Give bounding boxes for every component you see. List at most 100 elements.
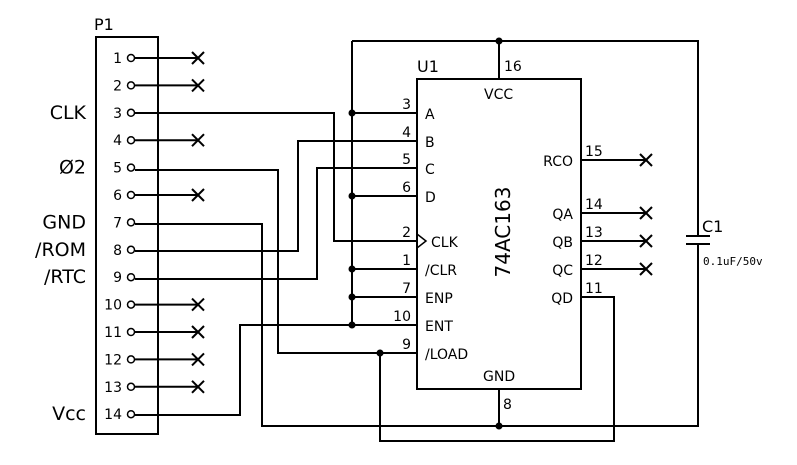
connector-pin: 1 [113, 51, 205, 67]
no-connect-mark [191, 133, 205, 147]
no-connect-mark [639, 206, 653, 220]
chip-left-pin: 5C [387, 152, 435, 178]
pin-terminal [126, 163, 136, 172]
no-connect-mark [191, 78, 205, 93]
pin-terminal [126, 382, 136, 392]
chip-gnd-label: GND [483, 369, 515, 385]
connector-pin-label: /ROM [35, 239, 86, 261]
connector-pin: 6 [113, 188, 205, 204]
connector-ref: P1 [94, 15, 114, 34]
chip-right-pin: QD 11 [551, 281, 603, 307]
chip-pin-name: B [425, 135, 435, 151]
chip-pin-name: QA [552, 207, 573, 223]
connector-pin: 4 [113, 133, 205, 149]
wire-gnd [135, 223, 699, 427]
pin-terminal [126, 355, 136, 364]
chip-pin-name: ENT [425, 319, 453, 335]
chip-pin-name: ENP [425, 291, 453, 307]
pin-terminal [126, 81, 136, 90]
connector-pin: 12 [104, 352, 205, 368]
pin-terminal [126, 135, 136, 145]
connector-pin-label: Ø2 [59, 157, 86, 179]
chip-pin-number: 7 [402, 281, 411, 297]
chip-right-pin: RCO 15 [543, 144, 653, 170]
chip-left-pin: 1/CLR [387, 253, 457, 279]
chip-pin-number: 1 [402, 253, 411, 269]
chip-left-pin: 3A [387, 97, 435, 123]
chip-pin-name: D [425, 190, 436, 206]
pin-terminal [126, 245, 136, 255]
chip-pin-number: 5 [402, 152, 411, 168]
connector-pin: 10 [104, 297, 205, 314]
connector-pin: 2 [113, 78, 205, 94]
junction-dot [348, 109, 356, 117]
pin-terminal [126, 53, 136, 63]
junction-dot [495, 37, 503, 45]
junction-dot [376, 349, 384, 357]
chip-u1: U1 VCC 16 GND 8 74AC163 3A4B5C6D2CLK1/CL… [387, 57, 653, 413]
chip-pin-number: 14 [585, 197, 603, 213]
wire-phi2 [135, 169, 387, 354]
junction-dot [348, 192, 356, 200]
pin-terminal [126, 272, 136, 282]
pin-terminal [126, 300, 136, 309]
no-connect-mark [191, 325, 205, 339]
no-connect-mark [191, 297, 205, 312]
chip-vcc-label: VCC [484, 87, 513, 103]
chip-pin-number: 15 [585, 144, 603, 160]
capacitor-ref: C1 [702, 217, 723, 236]
no-connect-mark [191, 352, 205, 367]
chip-gnd-pin: 8 [503, 397, 512, 413]
junction-dot [348, 321, 356, 329]
connector-pin-number: 3 [113, 106, 122, 122]
connector-pin-number: 4 [113, 133, 122, 149]
connector-pin-number: 5 [113, 161, 122, 177]
chip-pin-number: 6 [402, 180, 411, 196]
connector-pin-number: 6 [113, 188, 122, 204]
chip-right-pin: QA 14 [552, 197, 653, 223]
connector-pin: 11 [104, 325, 205, 341]
pin-terminal [126, 108, 136, 118]
connector-pin-number: 10 [104, 298, 122, 314]
connector-pin: 8/ROM [35, 239, 136, 261]
connector-pin-number: 13 [104, 380, 122, 396]
chip-pin-number: 11 [585, 281, 603, 297]
wire-vcc-pin [135, 324, 352, 416]
chip-pin-name: A [425, 107, 435, 123]
chip-pin-number: 13 [585, 225, 603, 241]
connector-pin-label: GND [42, 211, 86, 233]
connector-pin-number: 7 [113, 215, 122, 231]
no-connect-mark [639, 234, 653, 248]
wiring [135, 37, 699, 442]
chip-pin-name: QD [551, 291, 573, 307]
chip-pin-name: RCO [543, 154, 573, 170]
chip-pin-number: 2 [402, 225, 411, 241]
chip-pin-name: CLK [431, 235, 459, 251]
chip-left-pin: 4B [387, 125, 435, 151]
no-connect-mark [639, 153, 653, 167]
wire-vcc-rail [352, 40, 699, 230]
clock-input-triangle [416, 233, 428, 249]
wire-rom [135, 140, 387, 252]
connector-pin-number: 14 [104, 407, 122, 423]
connector-pin-number: 1 [113, 51, 122, 67]
connector-pin-number: 11 [104, 325, 122, 341]
connector-pin-label: /RTC [44, 266, 86, 288]
capacitor-c1: C1 0.1uF/50v [686, 217, 763, 268]
wire-qd-feedback [379, 296, 615, 442]
no-connect-mark [191, 188, 205, 202]
connector-p1: P1 123CLK45Ø267GND8/ROM9/RTC1011121314Vc… [35, 15, 205, 435]
junction-dot [348, 293, 356, 301]
no-connect-mark [639, 262, 653, 276]
pin-terminal [126, 218, 136, 227]
no-connect-mark [191, 380, 205, 394]
wire-clk [135, 112, 387, 242]
capacitor-value: 0.1uF/50v [703, 255, 763, 268]
